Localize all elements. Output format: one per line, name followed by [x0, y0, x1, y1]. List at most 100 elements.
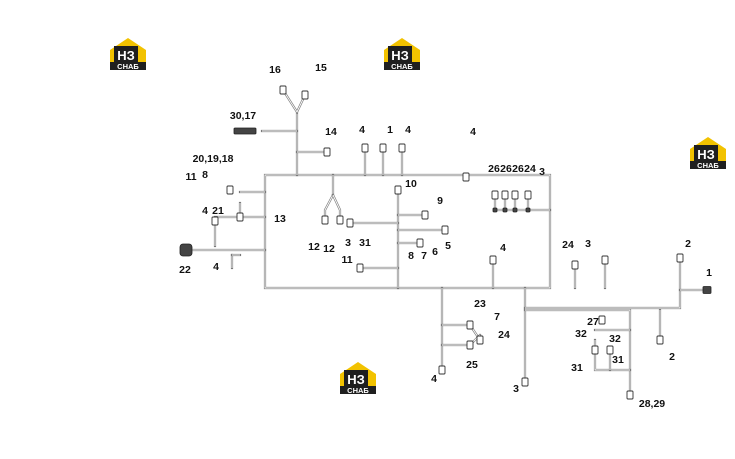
- callout-label: 4: [470, 126, 476, 138]
- callout-label: 2: [685, 238, 691, 250]
- connector-2: [233, 127, 257, 135]
- callout-label: 20,19,18: [193, 153, 234, 165]
- callout-label: 32: [609, 333, 621, 345]
- connector-8: [226, 185, 234, 195]
- connector-4: [361, 143, 369, 153]
- logo-badge: [344, 370, 368, 388]
- connector-5: [379, 143, 387, 153]
- connector-29: [676, 253, 684, 263]
- connector-12: [421, 210, 429, 220]
- logo-caption-bar: [340, 386, 376, 394]
- connector-16: [346, 218, 354, 228]
- callout-label: 26: [512, 163, 524, 175]
- connector-14: [416, 238, 424, 248]
- connector-6: [398, 143, 406, 153]
- callout-label: 16: [269, 64, 281, 76]
- connector-31: [466, 320, 474, 330]
- callout-label: 27: [587, 316, 599, 328]
- callout-label: 22: [179, 264, 191, 276]
- callout-label: 25: [466, 359, 478, 371]
- connector-25: [525, 207, 531, 213]
- logo-mark: НЗ: [117, 48, 135, 63]
- callout-label: 11: [185, 171, 196, 183]
- connector-1: [301, 90, 309, 100]
- connector-22: [492, 207, 498, 213]
- connector-38: [606, 345, 614, 355]
- connector-20: [511, 190, 519, 200]
- connector-34: [438, 365, 446, 375]
- connector-24: [512, 207, 518, 213]
- logo-badge: [114, 46, 138, 64]
- connector-33: [466, 340, 474, 350]
- connector-30: [702, 286, 712, 294]
- logo-mark: НЗ: [347, 372, 365, 387]
- callout-label: 3: [539, 166, 545, 178]
- callout-label: 6: [432, 246, 438, 258]
- callout-label: 24: [524, 163, 536, 175]
- callout-label: 4: [405, 124, 411, 136]
- connector-3: [323, 147, 331, 157]
- wire-segment-37: [523, 308, 632, 397]
- callout-label: 24: [562, 239, 574, 251]
- callout-label: 5: [445, 240, 451, 252]
- callout-label: 11: [341, 254, 352, 266]
- callout-label: 12: [323, 243, 335, 255]
- logo-caption-bar: [110, 62, 146, 70]
- callout-label: 24: [498, 329, 510, 341]
- callout-label: 7: [421, 250, 427, 262]
- logo-badge: [694, 145, 718, 163]
- wire-core-38: [525, 262, 681, 309]
- callout-label: 8: [408, 250, 414, 262]
- callout-label: 26: [500, 163, 512, 175]
- connector-37: [591, 345, 599, 355]
- callout-label: 31: [359, 237, 371, 249]
- logo-caption: СНАБ: [697, 161, 719, 170]
- callout-label: 26: [488, 163, 500, 175]
- callout-label: 15: [315, 62, 327, 74]
- callout-label: 4: [359, 124, 365, 136]
- callout-label: 3: [585, 238, 591, 250]
- callout-label: 4: [431, 373, 437, 385]
- connector-28: [601, 255, 609, 265]
- connector-0: [279, 85, 287, 95]
- connector-19: [501, 190, 509, 200]
- callout-label: 23: [474, 298, 486, 310]
- callout-label: 12: [308, 241, 320, 253]
- callout-label: 4: [500, 242, 506, 254]
- logo-caption-bar: [690, 161, 726, 169]
- callout-label: 3: [513, 383, 519, 395]
- logo-caption: СНАБ: [117, 62, 139, 71]
- callout-label: 31: [612, 354, 624, 366]
- callout-label: 14: [325, 126, 337, 138]
- connector-17: [356, 263, 364, 273]
- logo-caption: СНАБ: [391, 62, 413, 71]
- connector-32: [476, 335, 484, 345]
- connector-9: [236, 212, 244, 222]
- connector-13: [441, 225, 449, 235]
- wire-core-16: [324, 175, 334, 220]
- connector-26: [489, 255, 497, 265]
- connector-36: [598, 315, 606, 325]
- connector-7: [462, 172, 470, 182]
- callout-label: 7: [494, 311, 500, 323]
- wire-core-2: [282, 89, 306, 113]
- callout-label: 3: [345, 237, 351, 249]
- callout-label: 4: [213, 261, 219, 273]
- callout-label: 28,29: [639, 398, 665, 410]
- connector-21: [524, 190, 532, 200]
- callout-label: 2: [669, 351, 675, 363]
- logo-mark: НЗ: [697, 147, 715, 162]
- logo-caption-bar: [384, 62, 420, 70]
- connector-39: [656, 335, 664, 345]
- connector-15: [394, 185, 402, 195]
- connectors: [179, 85, 712, 400]
- wire-core-37: [525, 309, 631, 395]
- connector-10: [321, 215, 329, 225]
- logo-badge: [388, 46, 412, 64]
- connector-40: [626, 390, 634, 400]
